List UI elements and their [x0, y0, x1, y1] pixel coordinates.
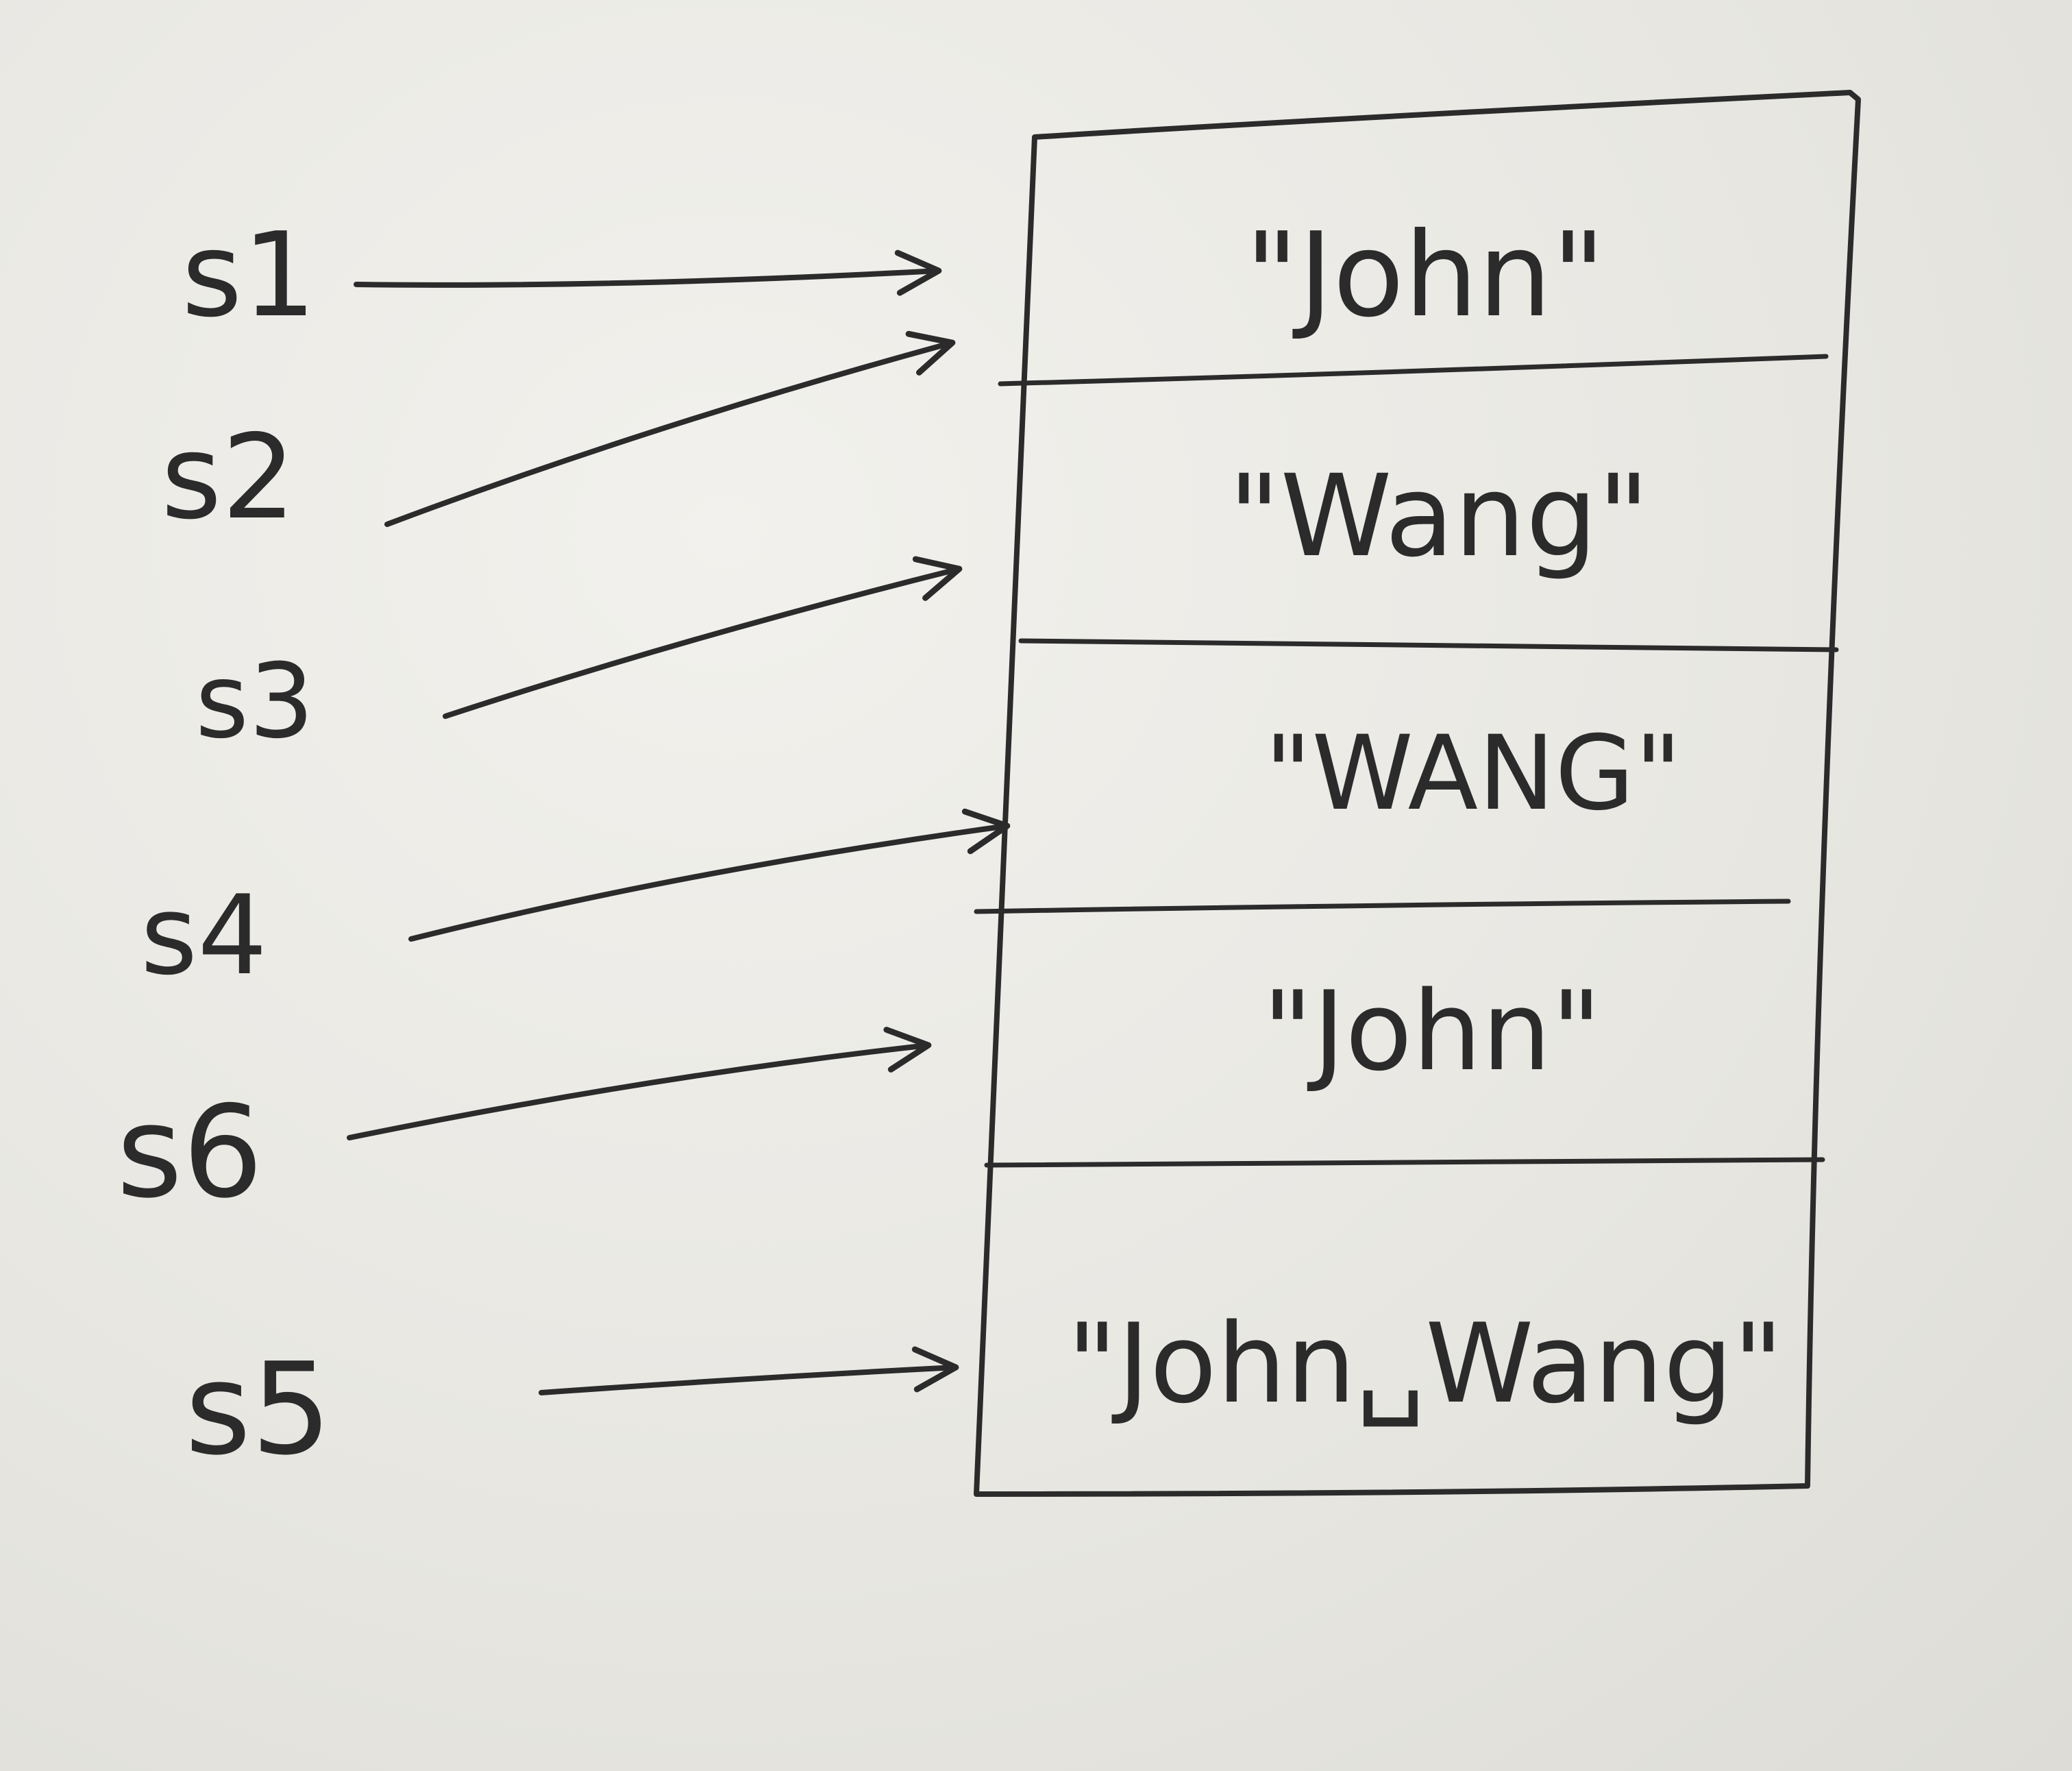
cell-value: "Wang"	[1229, 450, 1650, 582]
cell-divider-3	[974, 899, 1791, 914]
variable-label-s6: s6	[116, 1078, 263, 1226]
cell-value: "John"	[1262, 967, 1601, 1095]
cell-value: "WANG"	[1264, 714, 1681, 833]
arrow-s6	[347, 1027, 932, 1140]
variable-label-s2: s2	[161, 410, 296, 546]
variable-label-s5: s5	[185, 1335, 332, 1483]
cell-divider-1	[998, 354, 1829, 387]
variable-labels: s1 s2 s3 s4 s6 s5	[116, 208, 332, 1483]
cell-value: "John"	[1245, 208, 1605, 343]
variable-label-s3: s3	[195, 642, 314, 761]
cell-value: "John␣Wang"	[1067, 1299, 1784, 1428]
arrow-s3	[443, 556, 963, 719]
cell-divider-2	[1018, 638, 1839, 652]
cell-divider-4	[984, 1157, 1825, 1168]
cell-values: "John" "Wang" "WANG" "John" "John␣Wang"	[1067, 208, 1784, 1428]
arrow-s2	[384, 330, 956, 527]
arrow-s5	[539, 1346, 959, 1395]
memory-column-border	[974, 90, 1861, 1497]
variable-label-s4: s4	[140, 871, 267, 999]
variable-label-s1: s1	[182, 208, 317, 343]
memory-column	[974, 90, 1861, 1497]
arrow-s4	[408, 808, 1011, 942]
arrow-s1	[354, 249, 942, 296]
reference-arrows	[347, 249, 1011, 1395]
